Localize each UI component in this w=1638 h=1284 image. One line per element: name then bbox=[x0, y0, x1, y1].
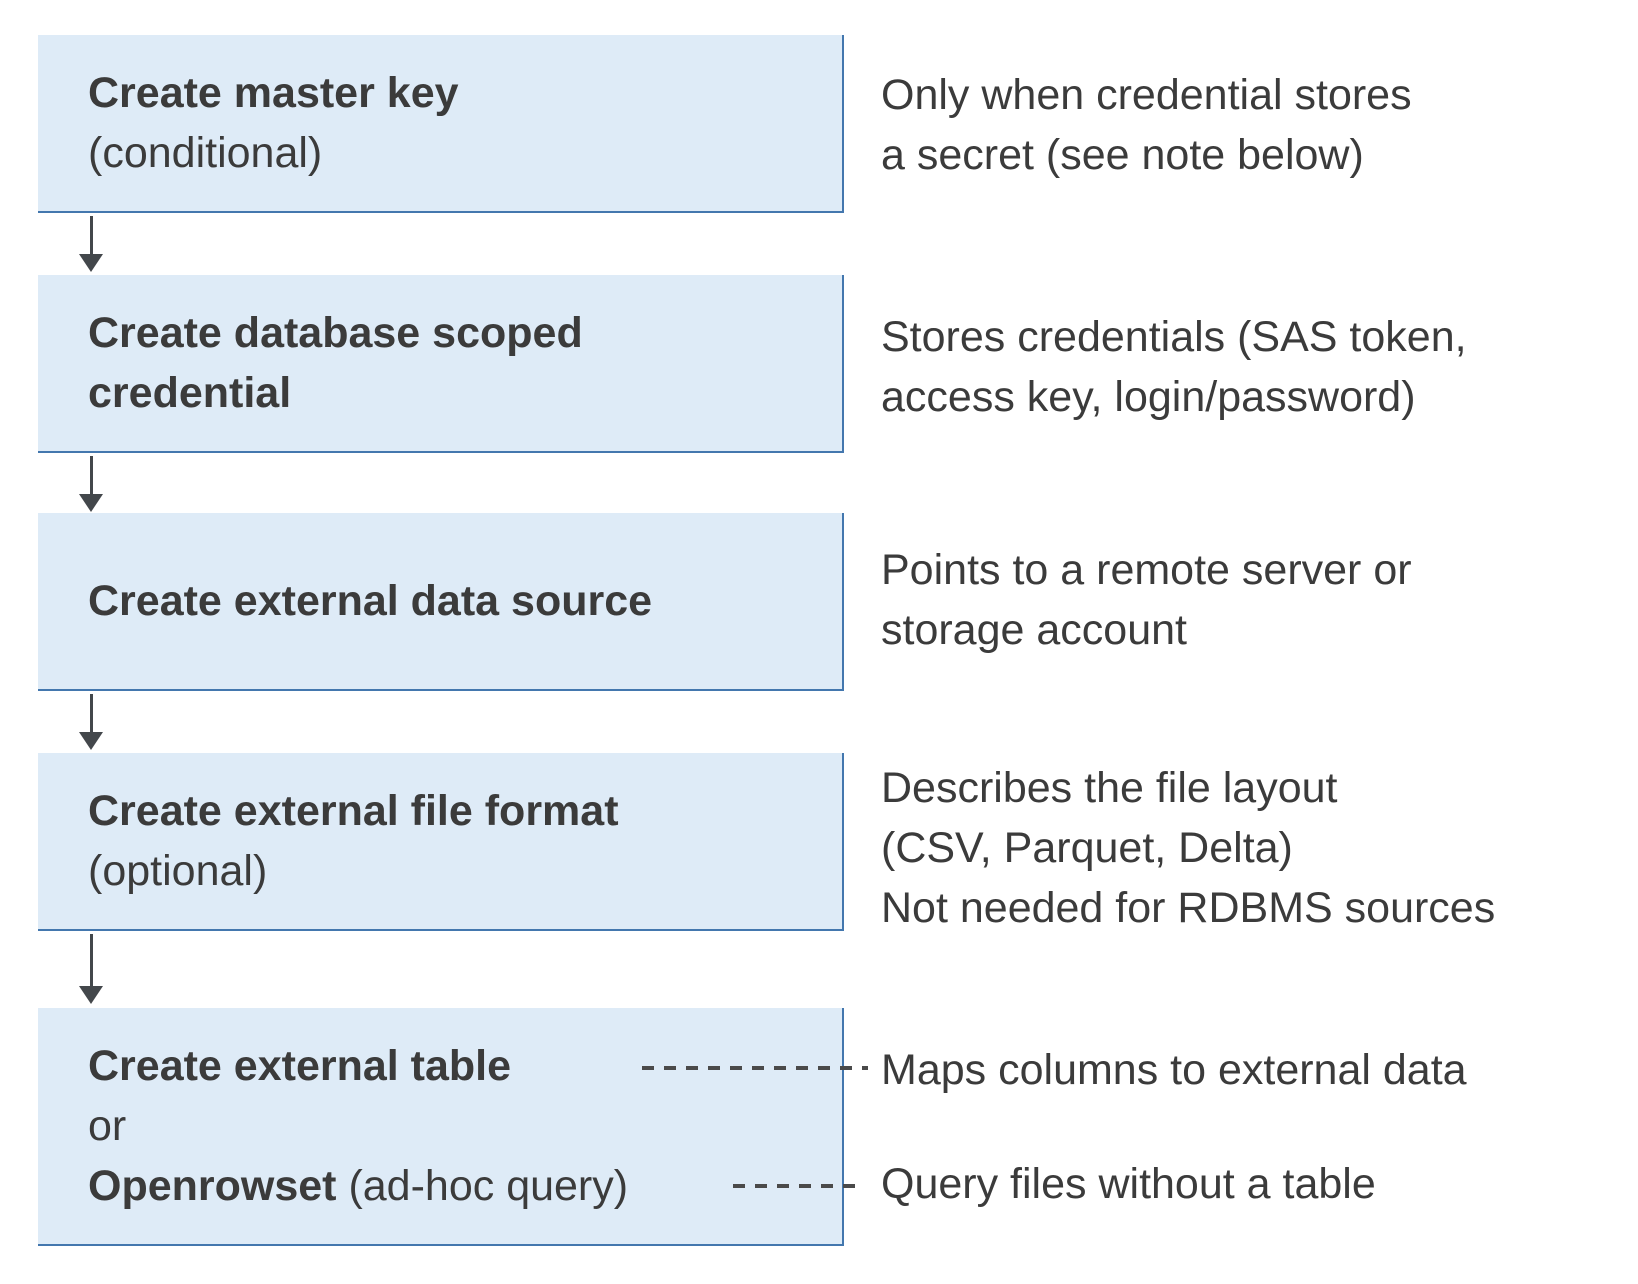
step-title: Create master key bbox=[88, 69, 459, 117]
arrow-stem bbox=[89, 456, 93, 495]
step-box-create-master-key: Create master key (conditional) bbox=[38, 35, 844, 213]
flow-arrow-down-icon bbox=[79, 216, 103, 272]
step-box-create-database-scoped-credential: Create database scoped credential bbox=[38, 275, 844, 453]
dashed-connector-external-table bbox=[642, 1066, 868, 1070]
arrow-head bbox=[79, 254, 103, 272]
step-title-line: Openrowset (ad-hoc query) bbox=[88, 1156, 842, 1216]
step-title-suffix: (ad-hoc query) bbox=[336, 1162, 629, 1210]
step-subtitle: (conditional) bbox=[88, 129, 323, 177]
note-external-table: Maps columns to external data bbox=[881, 1046, 1467, 1094]
note-credential: Stores credentials (SAS token, access ke… bbox=[881, 313, 1467, 421]
note-master-key: Only when credential stores a secret (se… bbox=[881, 71, 1412, 179]
flow-arrow-down-icon bbox=[79, 694, 103, 750]
dashed-connector-openrowset bbox=[733, 1184, 865, 1188]
note-data-source: Points to a remote server or storage acc… bbox=[881, 546, 1412, 654]
arrow-head bbox=[79, 732, 103, 750]
step-box-create-external-data-source: Create external data source bbox=[38, 513, 844, 691]
note-openrowset: Query files without a table bbox=[881, 1160, 1376, 1208]
step-box-create-external-table-or-openrowset: Create external table or Openrowset (ad-… bbox=[38, 1008, 844, 1246]
step-box-create-external-file-format: Create external file format (optional) bbox=[38, 753, 844, 931]
step-title: Create external file format bbox=[88, 787, 619, 835]
step-subtitle: (optional) bbox=[88, 847, 268, 895]
step-or-label: or bbox=[88, 1102, 127, 1150]
arrow-stem bbox=[89, 694, 93, 733]
step-title: Create external data source bbox=[88, 577, 653, 625]
arrow-stem bbox=[89, 216, 93, 255]
step-title: Openrowset bbox=[88, 1162, 337, 1210]
flow-arrow-down-icon bbox=[79, 456, 103, 512]
step-title-line: Create external table bbox=[88, 1036, 842, 1096]
note-file-format: Describes the file layout (CSV, Parquet,… bbox=[881, 764, 1496, 932]
arrow-head bbox=[79, 986, 103, 1004]
arrow-head bbox=[79, 494, 103, 512]
step-title: Create external table bbox=[88, 1042, 512, 1090]
arrow-stem bbox=[89, 934, 93, 987]
step-title: Create database scoped credential bbox=[88, 309, 583, 417]
flow-arrow-down-icon bbox=[79, 934, 103, 1004]
